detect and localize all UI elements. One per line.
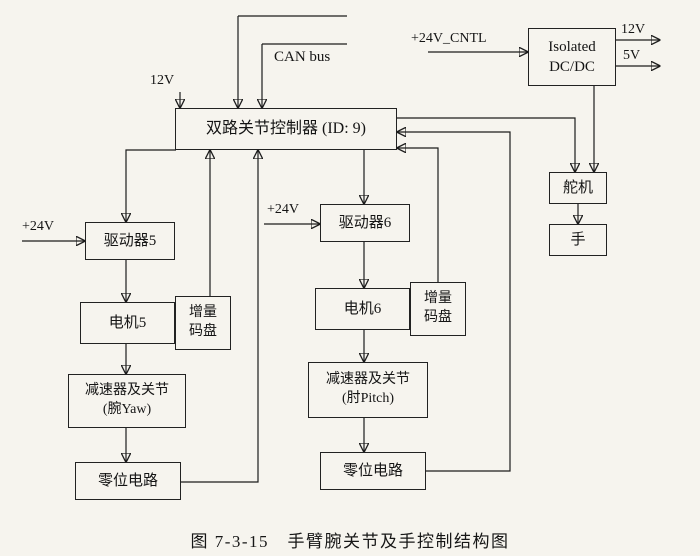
dcdc-box: Isolated DC/DC bbox=[528, 28, 616, 86]
zero5-box: 零位电路 bbox=[75, 462, 181, 500]
v24-right-label: +24V bbox=[267, 202, 300, 217]
v24-left-label: +24V bbox=[22, 219, 55, 234]
zero5-to-controller-arrow bbox=[181, 150, 258, 483]
can-bus-label: CAN bus bbox=[274, 49, 331, 65]
motor5-box: 电机5 bbox=[80, 302, 175, 344]
v5-out-label: 5V bbox=[623, 48, 641, 63]
hand-box: 手 bbox=[549, 224, 607, 256]
controller-to-servo-arrow bbox=[397, 117, 575, 172]
controller-box: 双路关节控制器 (ID: 9) bbox=[175, 108, 397, 150]
reducer5-box: 减速器及关节 (腕Yaw) bbox=[68, 374, 186, 428]
encoder5-box: 增量 码盘 bbox=[175, 296, 231, 350]
v12-out-label: 12V bbox=[621, 22, 646, 37]
v24-cntl-label: +24V_CNTL bbox=[411, 31, 487, 46]
reducer6-box: 减速器及关节 (肘Pitch) bbox=[308, 362, 428, 418]
motor6-box: 电机6 bbox=[315, 288, 410, 330]
servo-box: 舵机 bbox=[549, 172, 607, 204]
controller-to-driver5-arrow bbox=[126, 149, 176, 222]
driver5-box: 驱动器5 bbox=[85, 222, 175, 260]
zero6-to-controller-arrow bbox=[397, 132, 511, 472]
figure-caption: 图 7-3-15 手臂腕关节及手控制结构图 bbox=[190, 532, 510, 551]
encoder6-to-controller-arrow bbox=[397, 148, 439, 282]
driver6-box: 驱动器6 bbox=[320, 204, 410, 242]
encoder6-box: 增量 码盘 bbox=[410, 282, 466, 336]
v12-in-label: 12V bbox=[150, 73, 175, 88]
zero6-box: 零位电路 bbox=[320, 452, 426, 490]
